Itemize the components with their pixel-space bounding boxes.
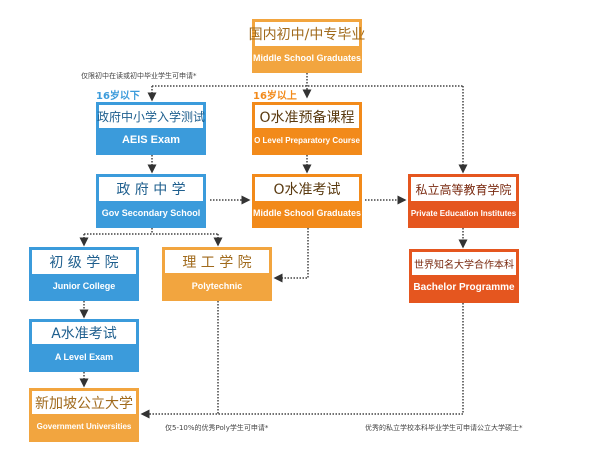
node-title-zh: 理 工 学 院 [165, 250, 269, 273]
node-title-zh: O水准预备课程 [255, 105, 359, 128]
connector-oexam-poly [273, 228, 309, 283]
node-title-zh: 初 级 学 院 [32, 250, 136, 274]
node-title-zh: 新加坡公立大学 [32, 391, 136, 414]
node-private-institutes: 私立高等教育学院 Private Education Institutes [408, 174, 519, 228]
node-aeis: 政府中小学入学测试 AEIS Exam [96, 102, 206, 155]
label-over-16: 16岁以上 [253, 91, 297, 102]
node-title-en: AEIS Exam [99, 128, 203, 152]
node-middle-school: 国内初中/中专毕业 Middle School Graduates [249, 19, 365, 73]
node-title-zh: 私立高等教育学院 [411, 177, 516, 201]
node-title-zh: 政 府 中 学 [99, 177, 203, 201]
node-title-en: Gov Secondary School [99, 201, 203, 225]
node-title-en: Polytechnic [165, 273, 269, 298]
node-a-level-exam: A水准考试 A Level Exam [29, 319, 139, 372]
node-title-en: Middle School Graduates [253, 46, 361, 70]
note-top: 仅限初中在读或初中毕业学生可申请* [81, 72, 197, 80]
node-title-zh: 国内初中/中专毕业 [249, 22, 365, 46]
node-title-zh: A水准考试 [32, 322, 136, 344]
node-gov-universities: 新加坡公立大学 Government Universities [29, 388, 139, 442]
node-title-en: Bachelor Programme [412, 275, 516, 300]
node-title-en: Middle School Graduates [253, 201, 361, 225]
node-bachelor-programme: 世界知名大学合作本科 Bachelor Programme [409, 249, 519, 303]
node-title-zh: O水准考试 [255, 177, 359, 201]
node-title-zh: 政府中小学入学测试 [97, 105, 205, 128]
node-title-zh: 世界知名大学合作本科 [412, 252, 516, 275]
node-o-level-exam: O水准考试 Middle School Graduates [252, 174, 362, 228]
node-gov-secondary: 政 府 中 学 Gov Secondary School [96, 174, 206, 228]
node-o-level-prep: O水准预备课程 O Level Preparatory Course [252, 102, 362, 155]
node-junior-college: 初 级 学 院 Junior College [29, 247, 139, 301]
node-title-en: A Level Exam [32, 344, 136, 369]
note-poly: 仅5-10%的优秀Poly学生可申请* [165, 424, 269, 432]
note-private: 优秀的私立学校本科毕业学生可申请公立大学硕士* [365, 424, 523, 432]
node-title-en: Government Universities [32, 414, 136, 439]
label-under-16: 16岁以下 [96, 91, 140, 102]
node-title-en: Junior College [32, 274, 136, 298]
node-polytechnic: 理 工 学 院 Polytechnic [162, 247, 272, 301]
connector-gov-branch [84, 228, 219, 235]
connector-bachelor-univ [140, 303, 464, 419]
node-title-en: O Level Preparatory Course [254, 128, 360, 152]
node-title-en: Private Education Institutes [411, 201, 516, 225]
